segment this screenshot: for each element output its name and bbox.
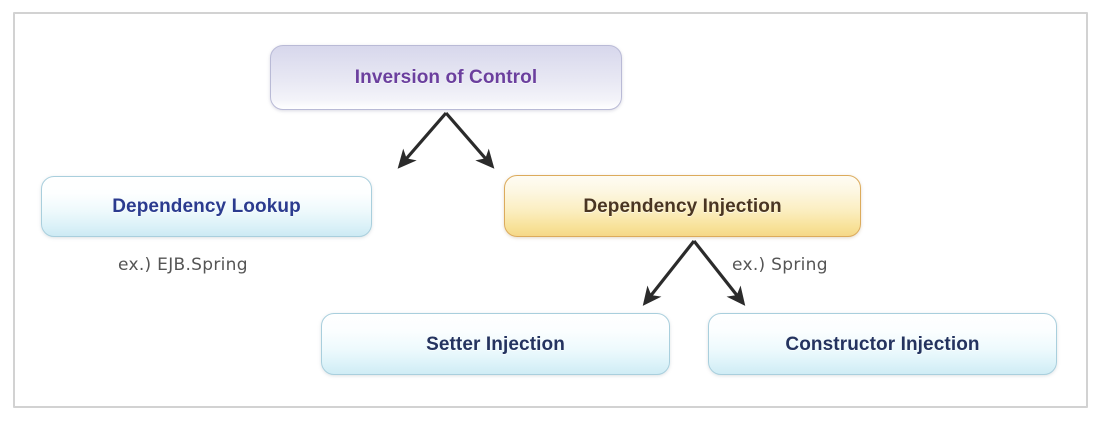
caption-dependency-injection-example: ex.) Spring	[732, 255, 828, 275]
node-setter-injection[interactable]: Setter Injection	[321, 313, 670, 375]
node-dependency-injection[interactable]: Dependency Injection	[504, 175, 861, 237]
caption-dependency-lookup-example: ex.) EJB.Spring	[118, 255, 248, 275]
node-dependency-lookup[interactable]: Dependency Lookup	[41, 176, 372, 237]
node-dependency-lookup-label: Dependency Lookup	[112, 196, 301, 217]
node-inversion-of-control-label: Inversion of Control	[354, 67, 538, 88]
node-dependency-injection-label: Dependency Injection	[583, 195, 782, 217]
node-constructor-injection-label: Constructor Injection	[785, 333, 980, 355]
node-setter-injection-label: Setter Injection	[426, 333, 565, 355]
node-inversion-of-control[interactable]: Inversion of Control	[270, 45, 622, 110]
node-constructor-injection[interactable]: Constructor Injection	[708, 313, 1057, 375]
